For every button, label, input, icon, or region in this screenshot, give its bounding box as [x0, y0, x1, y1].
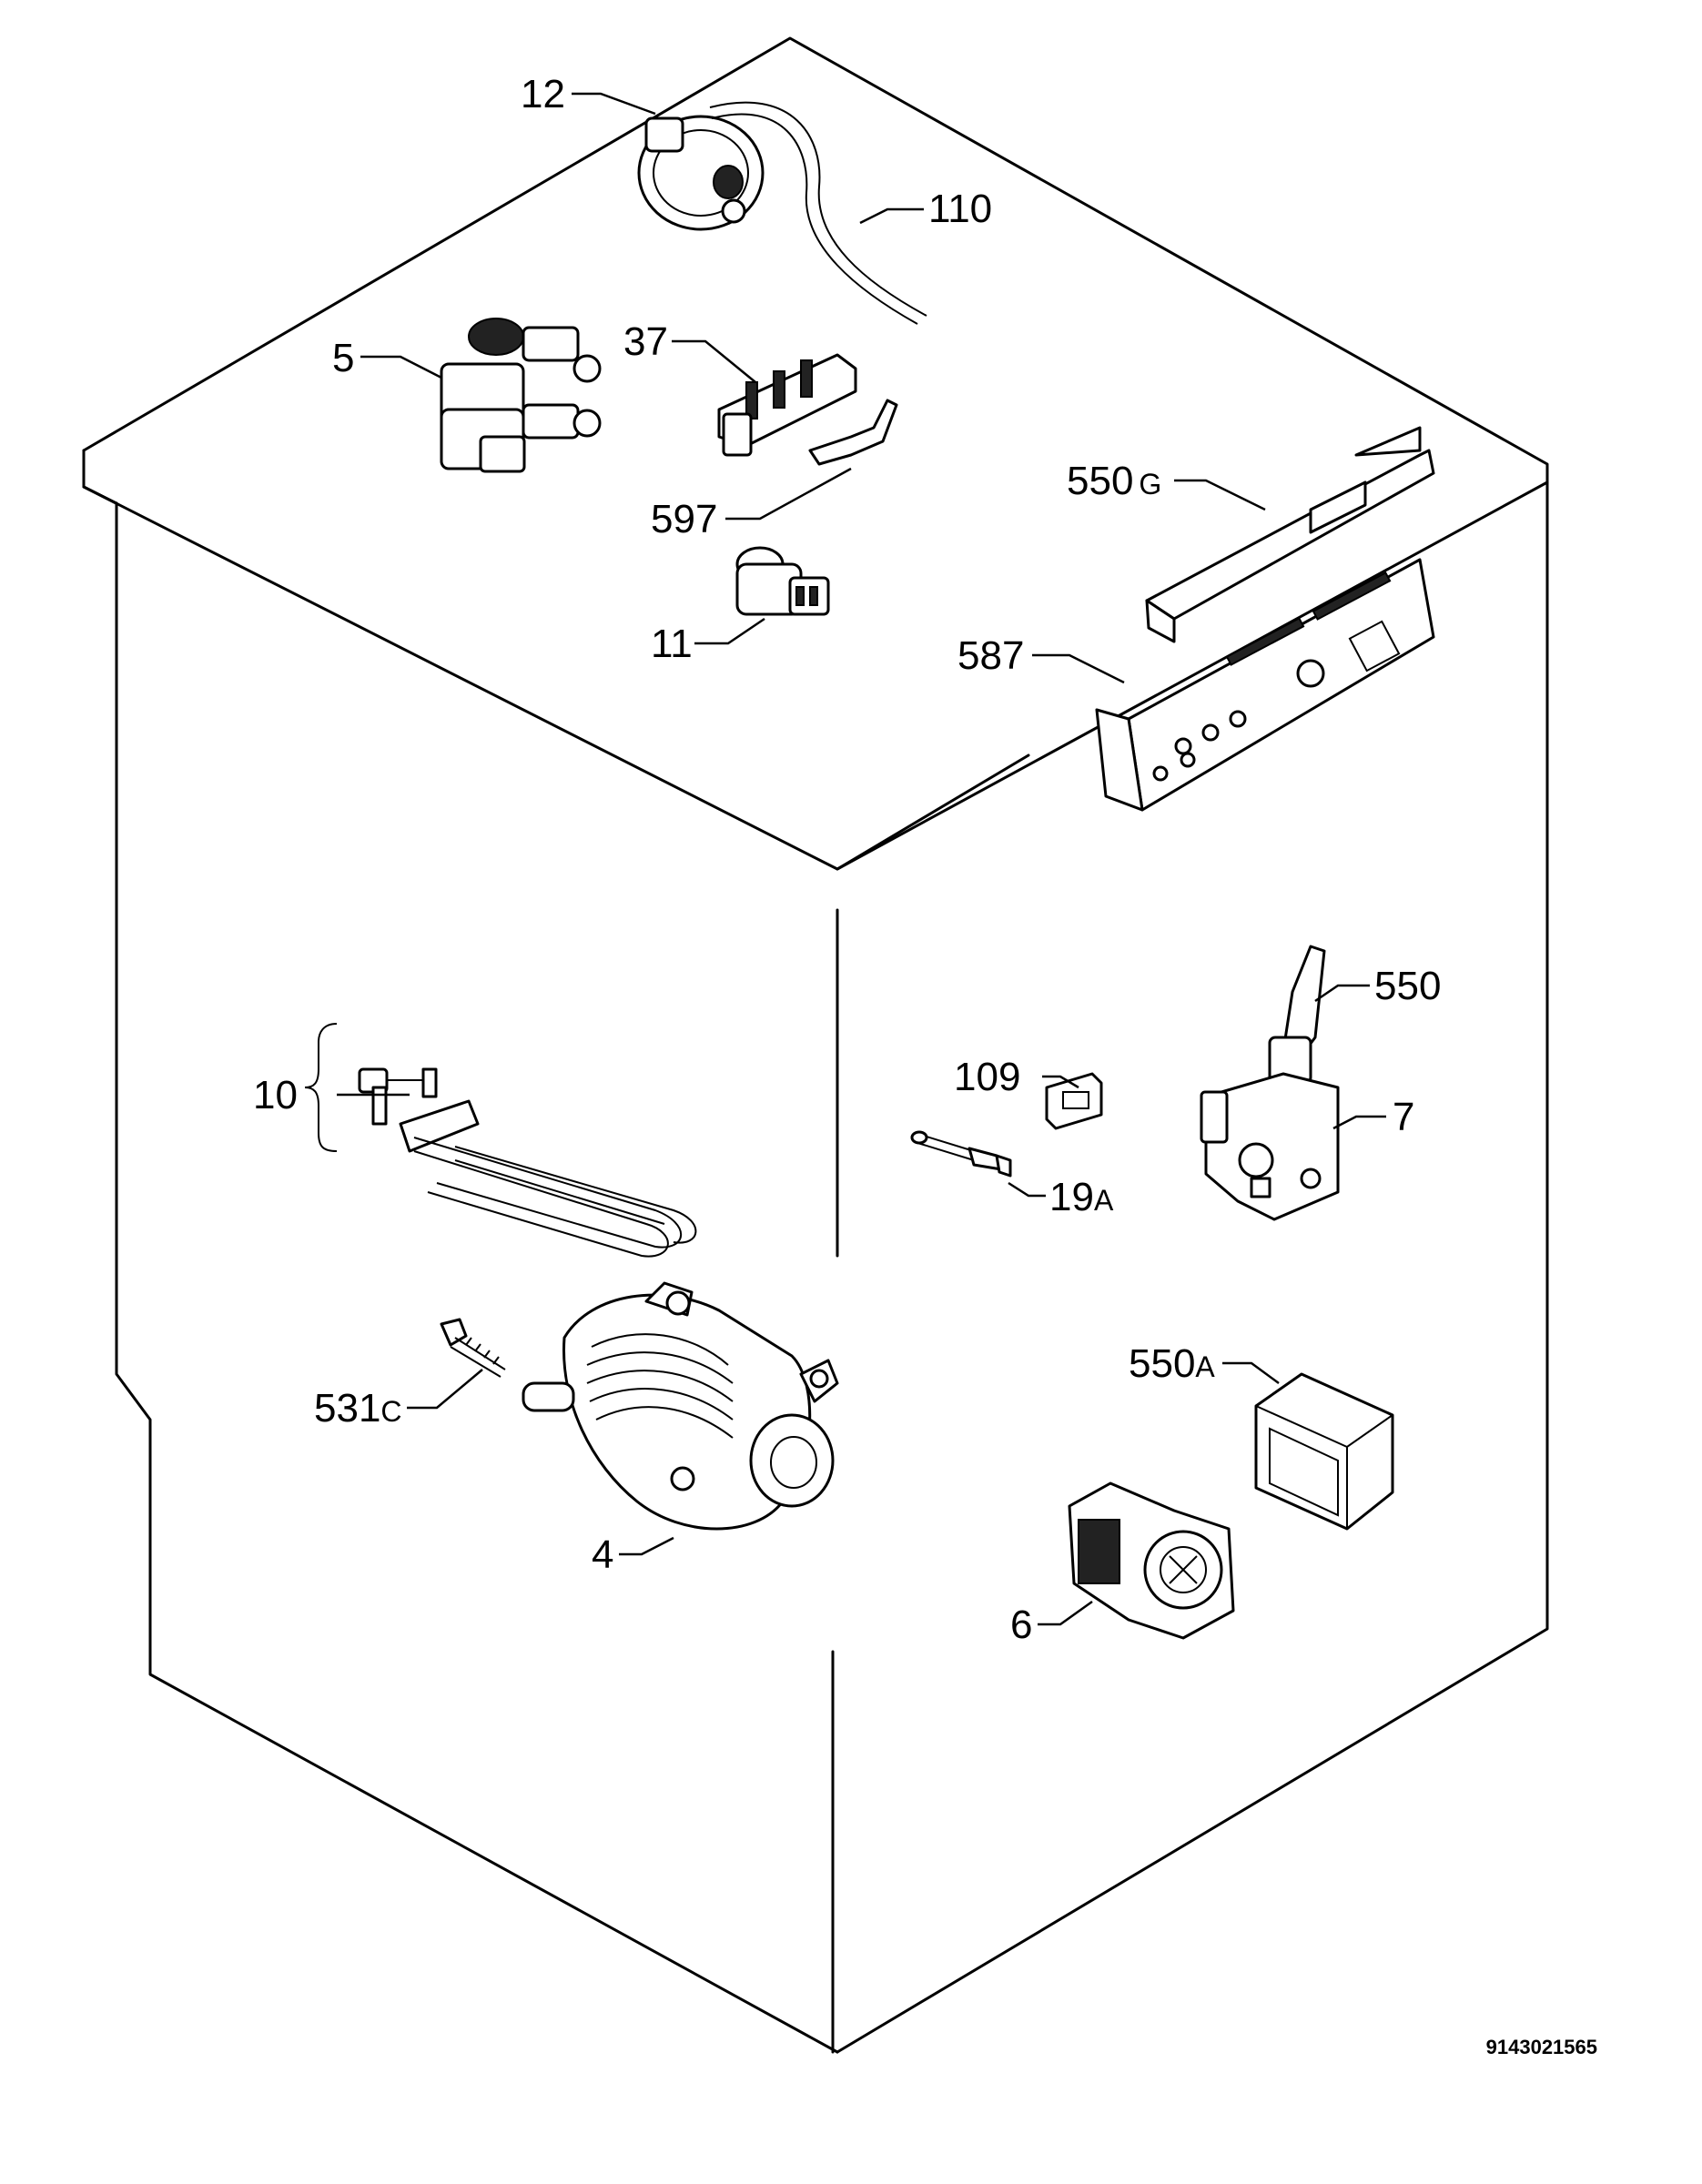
clip-part-597 — [808, 399, 898, 466]
callout-12: 12 — [521, 72, 565, 116]
callout-37: 37 — [623, 319, 668, 364]
callout-19a: 19A — [1049, 1175, 1114, 1219]
callout-531c: 531C — [314, 1386, 402, 1431]
callout-587: 587 — [957, 633, 1024, 678]
terminal-block-part-37 — [717, 353, 857, 457]
hose-part-110 — [709, 101, 927, 325]
door-lock-part-7 — [1200, 1072, 1340, 1221]
callout-550a: 550A — [1129, 1341, 1215, 1386]
bracket-10 — [304, 1023, 338, 1152]
callout-6: 6 — [1010, 1603, 1032, 1647]
callout-4: 4 — [592, 1532, 613, 1577]
switch-part-6 — [1068, 1481, 1235, 1640]
ntc-sensor-part-19a — [910, 1130, 1012, 1178]
filter-part-11 — [735, 546, 830, 616]
drain-pump-part-4 — [522, 1281, 839, 1531]
heating-element-part-10 — [358, 1067, 697, 1258]
callout-109: 109 — [954, 1055, 1020, 1099]
callout-110: 110 — [928, 187, 992, 231]
screw-part-531c — [440, 1318, 506, 1378]
callout-5: 5 — [332, 336, 354, 380]
inlet-valve-part-5 — [440, 318, 602, 473]
callout-11: 11 — [651, 622, 693, 666]
electronic-board-part-587 — [1095, 558, 1435, 812]
document-number: 9143021565 — [1486, 2036, 1597, 2058]
pressure-switch-part-12 — [637, 115, 765, 231]
lever-part-550 — [1268, 945, 1326, 1085]
cabinet-outline — [82, 36, 1549, 2054]
callout-597: 597 — [651, 497, 717, 541]
cover-part-550g — [1145, 426, 1435, 643]
connector-part-109 — [1045, 1072, 1103, 1130]
cap-part-550a — [1254, 1372, 1394, 1531]
callout-7: 7 — [1393, 1095, 1414, 1139]
callout-10: 10 — [253, 1073, 298, 1117]
leader-lines — [337, 92, 1386, 1626]
callout-550: 550 — [1374, 964, 1441, 1008]
